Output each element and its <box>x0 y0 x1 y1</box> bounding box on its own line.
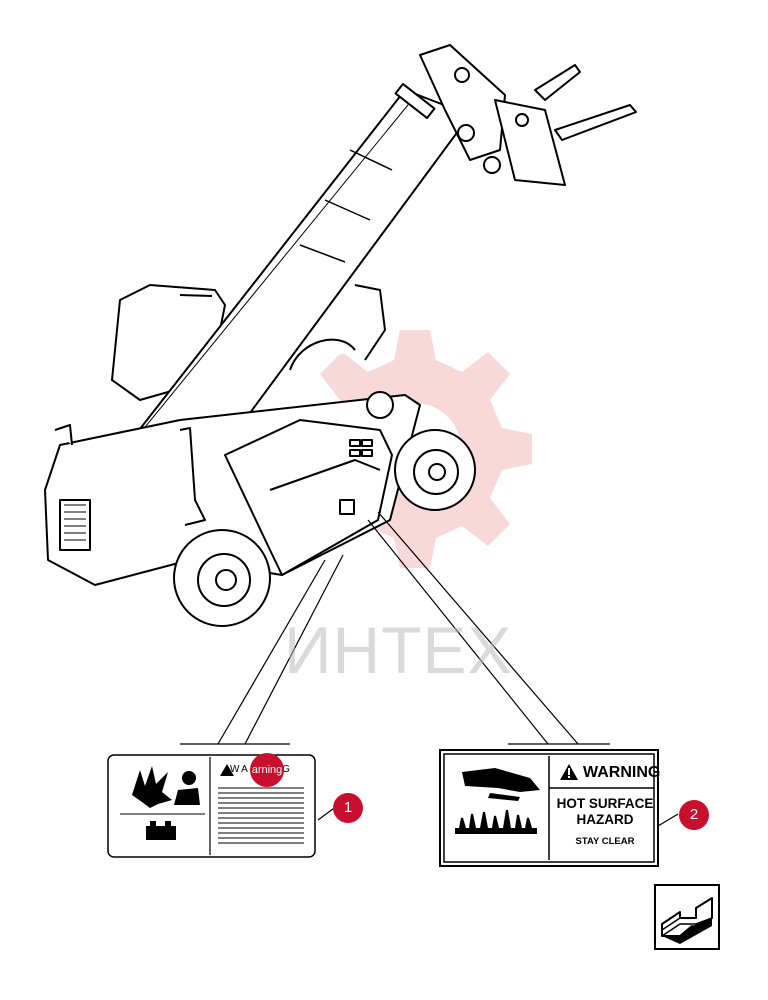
decal-2-stay-clear: STAY CLEAR <box>575 836 635 847</box>
decal-2-warning-header: WARNING <box>583 764 661 781</box>
hot-surface-icon <box>455 809 537 834</box>
warning-triangle-icon <box>560 764 578 780</box>
hazard-line-2: HAZARD <box>576 812 634 827</box>
next-page-button[interactable] <box>654 884 720 950</box>
battery-icon <box>146 821 176 840</box>
decal-1-badge: arning <box>250 753 284 787</box>
hand-icon <box>462 768 540 801</box>
decal-1-text-lines <box>218 787 304 844</box>
person-icon <box>174 771 200 805</box>
arrow-next-icon <box>661 897 713 944</box>
explosion-icon <box>132 766 172 808</box>
callout-1: 1 <box>333 793 363 823</box>
decal-2 <box>439 749 659 867</box>
decal-2-hazard-text: HOT SURFACE HAZARD <box>553 796 657 828</box>
warning-triangle-icon <box>220 764 234 776</box>
callout-2: 2 <box>679 800 709 830</box>
watermark-text: ИНТЕХ <box>284 613 513 687</box>
hazard-line-1: HOT SURFACE <box>556 796 654 811</box>
telehandler-drawing <box>44 44 637 627</box>
